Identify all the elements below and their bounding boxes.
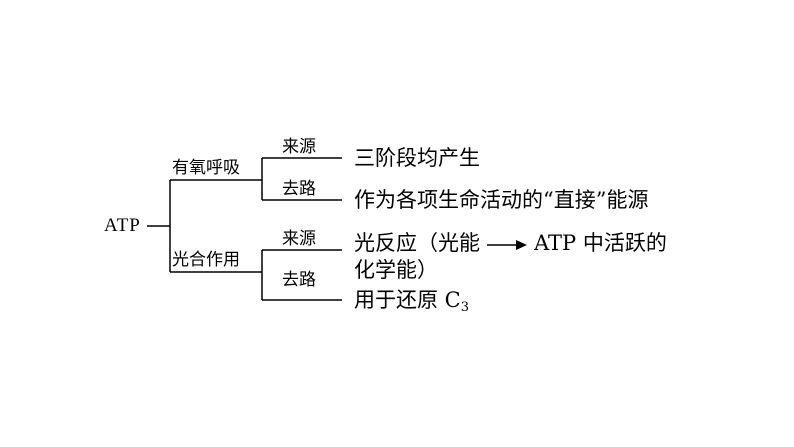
root-label-atp: ATP bbox=[104, 215, 141, 236]
aerobic-destination-label: 去路 bbox=[282, 179, 316, 199]
photosynthesis-source-label: 来源 bbox=[282, 229, 316, 249]
photosynthesis-destination-label: 去路 bbox=[282, 270, 316, 290]
photosynthesis-destination-text: 用于还原 C3 bbox=[354, 288, 470, 315]
reduce-c-text: 用于还原 C bbox=[354, 288, 461, 312]
right-arrow-icon bbox=[487, 239, 527, 250]
atp-active-text: ATP 中活跃的 bbox=[534, 231, 667, 255]
branch-label-photosynthesis: 光合作用 bbox=[172, 250, 240, 270]
branch-label-aerobic-respiration: 有氧呼吸 bbox=[172, 158, 240, 178]
photosynthesis-source-line2: 化学能） bbox=[354, 258, 438, 282]
subscript-3: 3 bbox=[460, 300, 470, 315]
photosynthesis-source-line1: 光反应（光能 ATP 中活跃的 bbox=[354, 233, 667, 254]
aerobic-source-label: 来源 bbox=[282, 137, 316, 157]
light-reaction-text: 光反应（光能 bbox=[354, 231, 480, 255]
aerobic-source-text: 三阶段均产生 bbox=[354, 146, 480, 170]
aerobic-destination-text: 作为各项生命活动的“直接”能源 bbox=[354, 188, 649, 212]
